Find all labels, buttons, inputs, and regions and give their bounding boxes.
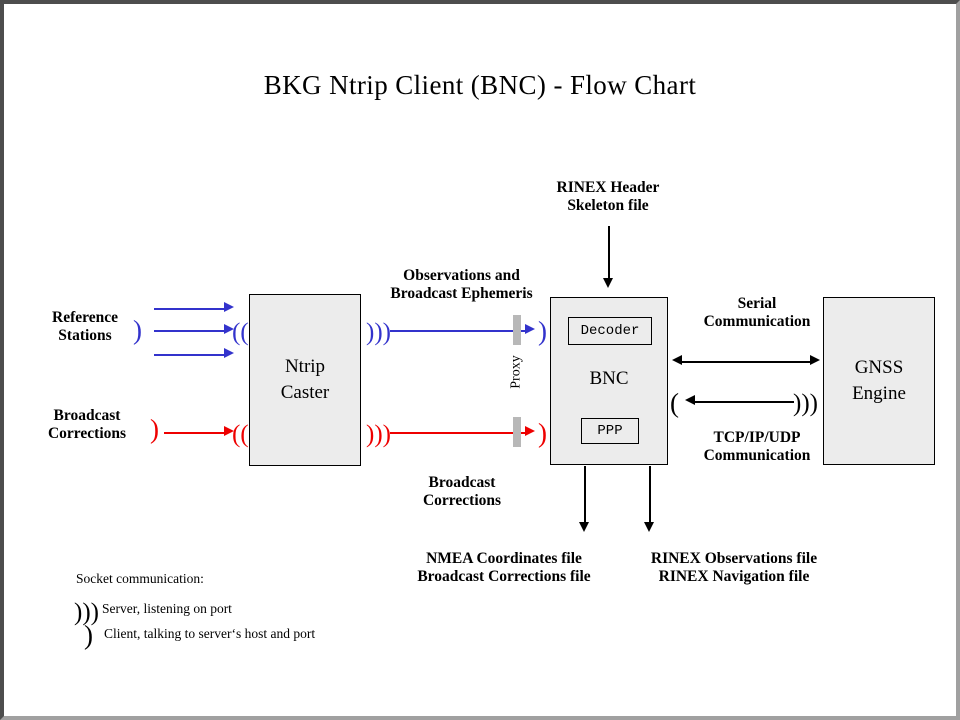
serial-arrow-line: [682, 361, 812, 363]
node-ntrip-caster-label: Ntrip Caster: [280, 356, 330, 403]
legend-item-server: ))) Server, listening on port: [74, 598, 414, 625]
client-socket-icon-reference-stations: ): [133, 315, 142, 345]
client-socket-icon-legend: ): [84, 620, 93, 650]
node-ntrip-caster[interactable]: Ntrip Caster: [249, 294, 361, 466]
node-gnss-engine-label: GNSS Engine: [852, 357, 906, 404]
observation-arrow-line-1: [154, 308, 226, 310]
observation-arrow-head-1: [224, 302, 234, 312]
proxy-bar-observations: [513, 315, 521, 345]
output-arrow-line-left: [584, 466, 586, 524]
observation-arrow-head-to-bnc: [525, 324, 535, 334]
correction-arrow-head-to-bnc: [525, 426, 535, 436]
observation-arrow-line-to-bnc: [390, 330, 528, 332]
proxy-label: Proxy: [491, 355, 543, 388]
legend-title: Socket communication:: [76, 571, 204, 586]
edge-label-serial-communication: Serial Communication: [703, 295, 811, 330]
legend-item-client: ) Client, talking to server‘s host and p…: [74, 622, 434, 649]
source-label-reference-stations: Reference Stations: [52, 309, 118, 344]
client-socket-icon-bnc-observations: ): [538, 316, 547, 346]
output-arrow-head-right: [644, 522, 654, 532]
server-antenna-icon-legend: ))): [74, 599, 99, 626]
observation-arrow-head-3: [224, 348, 234, 358]
legend-item-client-text: Client, talking to server‘s host and por…: [104, 626, 316, 641]
node-bnc[interactable]: Decoder BNC PPP: [550, 297, 668, 465]
source-label-broadcast-corrections: Broadcast Corrections: [47, 407, 127, 442]
correction-arrow-line-in: [164, 432, 226, 434]
edge-label-rinex-header-skeleton: RINEX Header Skeleton file: [556, 179, 660, 214]
tcpip-arrow-line: [694, 401, 794, 403]
proxy-bar-corrections: [513, 417, 521, 447]
observation-arrow-line-3: [154, 354, 226, 356]
node-bnc-ppp-label: PPP: [597, 423, 623, 439]
page-title: BKG Ntrip Client (BNC) - Flow Chart: [263, 70, 697, 100]
node-bnc-ppp[interactable]: PPP: [581, 418, 639, 444]
edge-label-broadcast-corrections: Broadcast Corrections: [422, 474, 502, 509]
correction-arrow-line-to-bnc: [390, 432, 528, 434]
client-socket-icon-broadcast-corrections: ): [150, 414, 159, 444]
rinex-header-arrow-head: [603, 278, 613, 288]
output-arrow-line-right: [649, 466, 651, 524]
node-bnc-label: BNC: [589, 368, 629, 389]
serial-arrow-head-left: [672, 355, 682, 365]
observation-arrow-line-2: [154, 330, 226, 332]
server-antenna-icon-gnss-engine: ))): [793, 390, 818, 417]
edge-label-observations-ephemeris: Observations and Broadcast Ephemeris: [390, 267, 533, 302]
legend-item-server-text: Server, listening on port: [102, 601, 232, 616]
rinex-header-arrow-line: [608, 226, 610, 280]
proxy-label-text: Proxy: [508, 355, 524, 389]
serial-arrow-head-right: [810, 355, 820, 365]
client-socket-icon-bnc-tcpip: (: [670, 388, 679, 418]
node-bnc-decoder[interactable]: Decoder: [568, 317, 652, 345]
output-label-left: NMEA Coordinates file Broadcast Correcti…: [417, 550, 591, 585]
client-socket-icon-bnc-corrections: ): [538, 418, 547, 448]
observation-arrow-head-2: [224, 324, 234, 334]
node-bnc-decoder-label: Decoder: [580, 323, 640, 339]
correction-arrow-head-in: [224, 426, 234, 436]
tcpip-arrow-head: [685, 395, 695, 405]
node-gnss-engine[interactable]: GNSS Engine: [823, 297, 935, 465]
output-label-right: RINEX Observations file RINEX Navigation…: [650, 550, 818, 585]
edge-label-tcpip-communication: TCP/IP/UDP Communication: [703, 429, 811, 464]
output-arrow-head-left: [579, 522, 589, 532]
server-antenna-icon-caster-out-observations: ))): [366, 319, 391, 346]
flowchart-canvas: BKG Ntrip Client (BNC) - Flow Chart Refe…: [4, 4, 956, 716]
server-antenna-icon-caster-out-corrections: ))): [366, 421, 391, 448]
